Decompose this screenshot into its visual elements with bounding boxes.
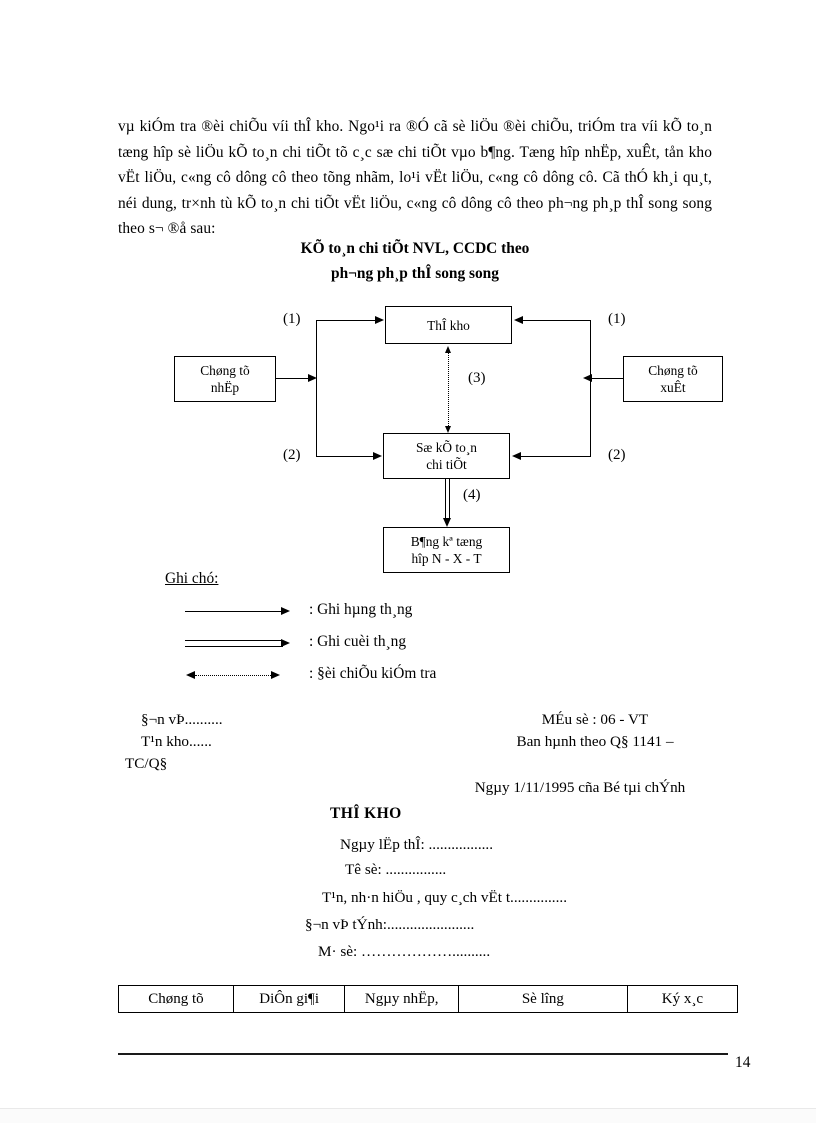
diagram-arrowhead-doi-chieu-down bbox=[445, 426, 451, 433]
diagram-connector-left-in bbox=[276, 378, 308, 380]
form-field-ngay-lap-the: Ngµy lËp thÎ: ................. bbox=[340, 836, 494, 853]
diagram-box-so-ke-toan-chi-tiet: Sæ kÕ to¸n chi tiÕt bbox=[383, 433, 510, 479]
diagram-box-so-ke-toan-chi-tiet-line-2: chi tiÕt bbox=[426, 457, 467, 472]
diagram-connector-four-right bbox=[449, 479, 451, 519]
diagram-box-bang-ke-tong-hop: B¶ng kª tæng hîp N - X - T bbox=[383, 527, 510, 573]
table-column-header-chung-tu: Chøng tõ bbox=[118, 985, 234, 1013]
diagram-label-right-one: (1) bbox=[608, 311, 626, 327]
page-number: 14 bbox=[735, 1054, 751, 1071]
diagram-connector-doi-chieu-dotted bbox=[448, 352, 449, 428]
legend-label-doi-chieu-kiem-tra: : §èi chiÕu kiÓm tra bbox=[309, 665, 437, 682]
legend-label-ghi-cuoi-thang: : Ghi cuèi th¸ng bbox=[309, 633, 407, 650]
legend-symbol-solid-arrow bbox=[185, 604, 295, 624]
form-header-right-line-1: MÉu sè : 06 - VT bbox=[541, 711, 649, 728]
diagram-box-bang-ke-tong-hop-line-2: hîp N - X - T bbox=[411, 551, 482, 566]
diagram-arrowhead-right-to-the-kho bbox=[514, 316, 523, 324]
form-header-left-line-2: T¹n kho...... bbox=[141, 733, 212, 750]
diagram-label-left-two: (2) bbox=[283, 447, 301, 463]
form-title: THÎ KHO bbox=[330, 805, 402, 822]
form-field-ma-so: M· sè: ……………….......... bbox=[318, 943, 491, 960]
legend-label-ghi-hang-thang: : Ghi hµng th¸ng bbox=[309, 601, 413, 618]
page-edge bbox=[0, 1108, 816, 1123]
diagram-label-right-two: (2) bbox=[608, 447, 626, 463]
diagram-box-chung-tu-xuat-line-1: Chøng tõ bbox=[648, 363, 698, 378]
legend-item-doi-chieu-kiem-tra: : §èi chiÕu kiÓm tra bbox=[185, 665, 605, 698]
diagram-arrowhead-left-to-the-kho bbox=[375, 316, 384, 324]
diagram-box-the-kho-line-1: ThÎ kho bbox=[427, 317, 470, 333]
section-heading-line-2: ph¬ng ph¸p thÎ song song bbox=[331, 265, 499, 282]
form-field-don-vi-tinh: §¬n vÞ tÝnh:....................... bbox=[305, 916, 475, 933]
legend-symbol-dotted-double-arrow bbox=[185, 668, 295, 688]
diagram-box-chung-tu-xuat: Chøng tõ xuÊt bbox=[623, 356, 723, 402]
table-column-header-ky-xac: Ký x¸c bbox=[626, 985, 739, 1013]
legend-item-ghi-hang-thang: : Ghi hµng th¸ng bbox=[185, 601, 605, 634]
flow-diagram: ThÎ kho Chøng tõ nhËp Chøng tõ xuÊt Sæ k… bbox=[118, 296, 723, 586]
diagram-arrowhead-left-in bbox=[308, 374, 317, 382]
diagram-arrowhead-right-to-so-ke-toan bbox=[512, 452, 521, 460]
table-column-header-ngay-nhap: Ngµy nhËp, bbox=[344, 985, 459, 1013]
footer-divider bbox=[118, 1053, 728, 1055]
diagram-connector-left-to-the-kho bbox=[316, 320, 376, 322]
diagram-bus-right-vertical bbox=[590, 320, 592, 457]
form-field-ten-nhan-hieu: T¹n, nh·n hiÖu , quy c¸ch vËt t.........… bbox=[322, 889, 567, 906]
diagram-box-chung-tu-nhap-line-1: Chøng tõ bbox=[200, 363, 250, 378]
legend-item-ghi-cuoi-thang: : Ghi cuèi th¸ng bbox=[185, 633, 605, 666]
legend-title: Ghi chó: bbox=[165, 570, 219, 587]
form-header-left-line-3: TC/Q§ bbox=[125, 755, 168, 772]
diagram-label-three: (3) bbox=[468, 370, 486, 386]
table-column-header-so-luong: Sè l­îng bbox=[457, 985, 628, 1013]
diagram-arrowhead-right-in bbox=[583, 374, 592, 382]
diagram-connector-left-to-so-ke-toan bbox=[316, 456, 374, 458]
diagram-box-the-kho: ThÎ kho bbox=[385, 306, 512, 344]
diagram-label-four: (4) bbox=[463, 487, 481, 503]
form-header-left: §¬n vÞ.......... T¹n kho...... TC/Q§ bbox=[125, 709, 425, 775]
form-header-right-line-2: Ban hµnh theo Q§ 1141 – bbox=[516, 733, 674, 750]
diagram-bus-left-vertical bbox=[316, 320, 318, 457]
form-header-left-line-1: §¬n vÞ.......... bbox=[141, 711, 223, 728]
diagram-arrowhead-left-to-so-ke-toan bbox=[373, 452, 382, 460]
body-paragraph: vµ kiÓm tra ®èi chiÕu víi thÎ kho. Ngo¹i… bbox=[118, 118, 712, 238]
diagram-box-chung-tu-nhap-line-2: nhËp bbox=[210, 380, 240, 395]
diagram-label-left-one: (1) bbox=[283, 311, 301, 327]
diagram-connector-right-in bbox=[590, 378, 623, 380]
form-header-date: Ngµy 1/11/1995 cña Bé tµi chÝnh bbox=[474, 779, 686, 796]
diagram-arrowhead-doi-chieu-up bbox=[445, 346, 451, 353]
diagram-box-so-ke-toan-chi-tiet-line-1: Sæ kÕ to¸n bbox=[415, 440, 477, 455]
diagram-connector-right-to-so-ke-toan bbox=[520, 456, 590, 458]
form-header-right: MÉu sè : 06 - VT Ban hµnh theo Q§ 1141 – bbox=[430, 709, 760, 753]
form-field-to-so: Tê sè: ................ bbox=[345, 861, 447, 878]
section-heading-line-1: KÕ to¸n chi tiÕt NVL, CCDC theo bbox=[300, 240, 530, 257]
diagram-connector-four-left bbox=[445, 479, 447, 519]
legend-symbol-double-arrow bbox=[185, 636, 295, 656]
diagram-arrowhead-four bbox=[442, 518, 451, 527]
data-table: Chøng tõ DiÔn gi¶i Ngµy nhËp, Sè l­îng K… bbox=[118, 985, 739, 1013]
diagram-connector-right-to-the-kho bbox=[522, 320, 590, 322]
table-header-row: Chøng tõ DiÔn gi¶i Ngµy nhËp, Sè l­îng K… bbox=[118, 985, 739, 1013]
diagram-box-bang-ke-tong-hop-line-1: B¶ng kª tæng bbox=[410, 534, 483, 549]
table-column-header-dien-giai: DiÔn gi¶i bbox=[232, 985, 346, 1013]
section-heading: KÕ to¸n chi tiÕt NVL, CCDC theo ph¬ng ph… bbox=[118, 236, 712, 286]
diagram-box-chung-tu-nhap: Chøng tõ nhËp bbox=[174, 356, 276, 402]
diagram-box-chung-tu-xuat-line-2: xuÊt bbox=[660, 380, 686, 395]
